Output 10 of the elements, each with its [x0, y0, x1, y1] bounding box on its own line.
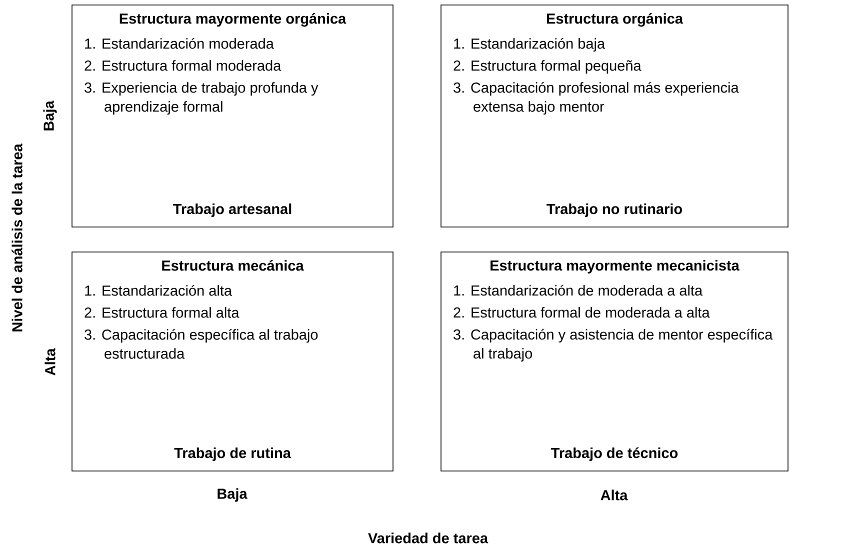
quadrant-box: Estructura mecánica 1. Estandarización alta 2. Estructura formal alta 3. Capacitación específica al trabajo estructurada Trabajo de rutina: [72, 252, 394, 472]
quadrant-box: Estructura mayormente mecanicista 1. Estandarización de moderada a alta 2. Estructura formal de moderada a alta 3. Capacitación y asistencia de mentor específica al trabajo Trabajo de técnico: [440, 252, 788, 472]
axis-title: Variedad de tarea: [368, 532, 488, 544]
axis-value: Alta: [44, 348, 56, 376]
axis-value: Alta: [600, 490, 628, 500]
quadrant-box: Estructura orgánica 1. Estandarización baja 2. Estructura formal pequeña 3. Capacitación profesional más experiencia extensa bajo mentor Trabajo no rutinario: [440, 4, 788, 228]
quadrant-box: Estructura mayormente orgánica 1. Estandarización moderada 2. Estructura formal moderada 3. Experiencia de trabajo profunda y aprendizaje formal Trabajo artesanal: [72, 4, 394, 228]
axis-value: Baja: [218, 488, 248, 502]
axis-value: Baja: [43, 100, 57, 130]
axis-title: Nivel de análisis de la tarea: [12, 144, 22, 332]
